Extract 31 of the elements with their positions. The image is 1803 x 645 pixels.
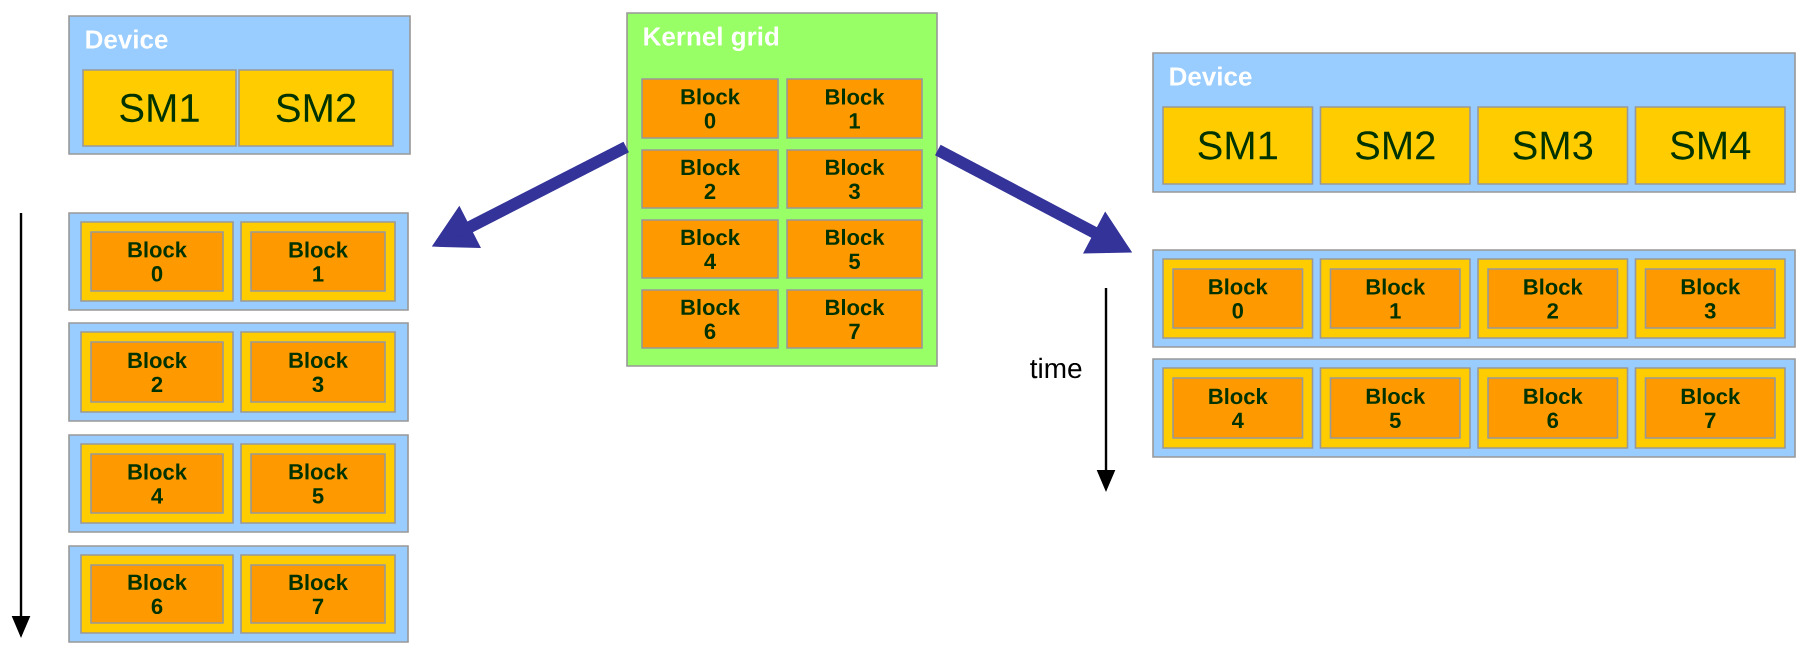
block-box: Block 0 — [641, 78, 779, 139]
block-box: Block 7 — [786, 289, 923, 349]
block-box: Block 1 — [1329, 268, 1461, 329]
block-box: Block 7 — [250, 564, 386, 624]
block-box: Block 2 — [90, 341, 224, 403]
sm-box: SM1 — [1162, 106, 1314, 185]
block-box: Block 1 — [786, 78, 923, 139]
block-box: Block 7 — [1644, 377, 1776, 439]
sm-box: SM3 — [1477, 106, 1629, 185]
block-box: Block 5 — [786, 219, 923, 279]
block-box: Block 1 — [250, 231, 386, 292]
axis-label: time — [1030, 357, 1082, 379]
block-box: Block 3 — [786, 149, 923, 209]
sm-box: SM1 — [82, 69, 237, 147]
block-box: Block 4 — [90, 453, 224, 514]
block-box: Block 4 — [641, 219, 779, 279]
block-box: Block 2 — [1487, 268, 1619, 329]
block-box: Block 0 — [90, 231, 224, 292]
sm-box: SM2 — [238, 69, 394, 147]
sm-box: SM2 — [1319, 106, 1471, 185]
block-box: Block 6 — [641, 289, 779, 349]
block-box: Block 6 — [1487, 377, 1619, 439]
block-box: Block 5 — [250, 453, 386, 514]
block-box: Block 4 — [1172, 377, 1304, 439]
block-box: Block 6 — [90, 564, 224, 624]
block-box: Block 0 — [1172, 268, 1304, 329]
block-box: Block 3 — [250, 341, 386, 403]
block-box: Block 2 — [641, 149, 779, 209]
block-box: Block 3 — [1644, 268, 1776, 329]
block-box: Block 5 — [1329, 377, 1461, 439]
sm-box: SM4 — [1634, 106, 1786, 185]
